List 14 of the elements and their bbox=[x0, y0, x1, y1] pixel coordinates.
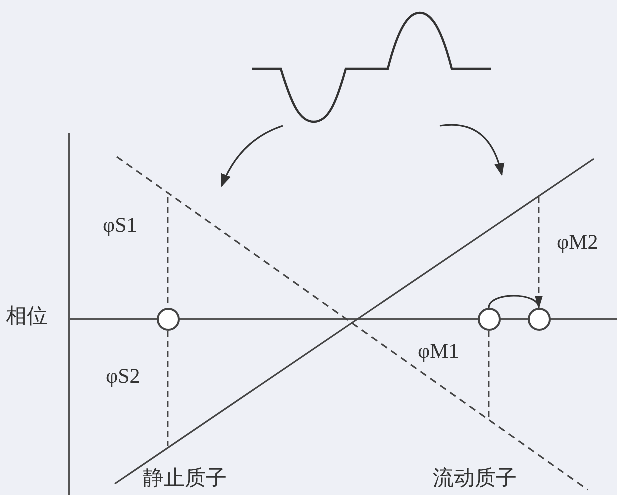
proton-circle bbox=[157, 308, 180, 331]
phase-label: φM1 bbox=[418, 341, 460, 362]
proton-circle bbox=[528, 308, 551, 331]
phase-label: φM2 bbox=[557, 232, 598, 253]
proton-label: 静止质子 bbox=[143, 468, 227, 489]
phase-label: φS2 bbox=[106, 366, 140, 387]
axis-label: 相位 bbox=[6, 306, 48, 327]
arrow bbox=[440, 124, 504, 176]
waveform-drawing bbox=[250, 10, 493, 126]
arrow bbox=[488, 295, 540, 310]
proton-label: 流动质子 bbox=[433, 468, 517, 489]
arrow bbox=[221, 125, 284, 188]
proton-circle bbox=[478, 308, 501, 331]
phase-label: φS1 bbox=[103, 215, 138, 236]
